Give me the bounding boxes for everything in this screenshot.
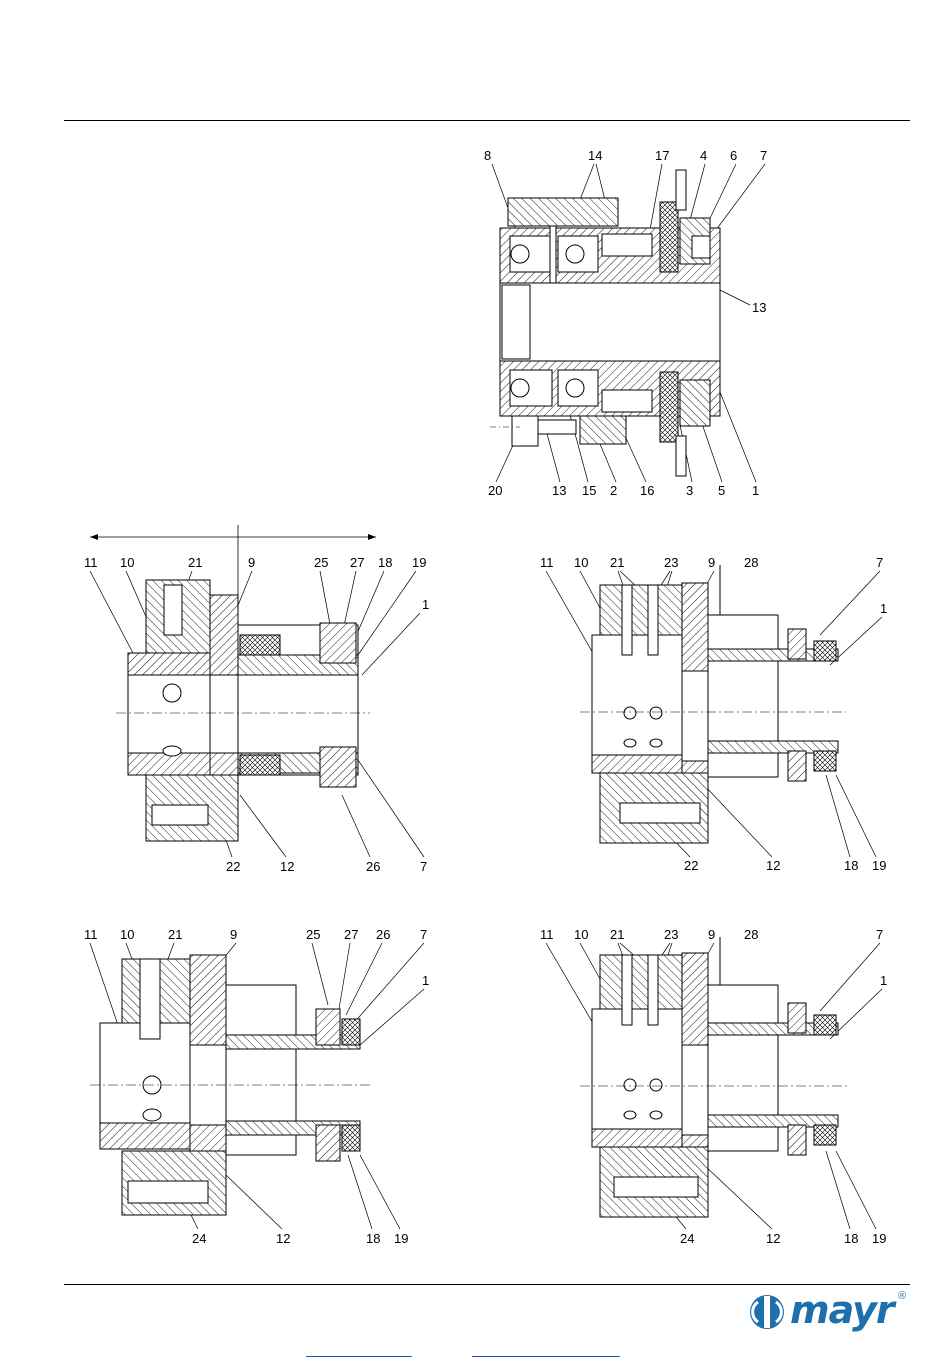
label: 1	[422, 597, 429, 612]
label: 18	[378, 555, 392, 570]
label: 14	[588, 148, 602, 163]
label: 23	[664, 927, 678, 942]
label: 11	[84, 927, 98, 942]
label: 9	[708, 555, 715, 570]
label: 11	[540, 927, 554, 942]
label: 19	[872, 858, 886, 873]
figure-top-assembly: 8 14 17 4 6 7 13 20 13 15 2 16 3 5 1	[480, 140, 800, 510]
label: 27	[350, 555, 364, 570]
label: 19	[412, 555, 426, 570]
label: 12	[766, 858, 780, 873]
label: 7	[420, 859, 427, 874]
label: 21	[188, 555, 202, 570]
label: 7	[876, 927, 883, 942]
label: 6	[730, 148, 737, 163]
label: 1	[880, 973, 887, 988]
label: 25	[306, 927, 320, 942]
label: 27	[344, 927, 358, 942]
footer-link-underline[interactable]	[306, 1356, 412, 1357]
label: 25	[314, 555, 328, 570]
label: 7	[420, 927, 427, 942]
label: 22	[684, 858, 698, 873]
logo-mark-icon	[748, 1292, 786, 1332]
label: 13	[752, 300, 766, 315]
label: 28	[744, 927, 758, 942]
label: 11	[540, 555, 554, 570]
label: 10	[120, 555, 134, 570]
label: 12	[280, 859, 294, 874]
label: 9	[248, 555, 255, 570]
label: 19	[872, 1231, 886, 1246]
footer-rule	[64, 1284, 910, 1285]
label: 1	[752, 483, 759, 498]
brand-name: mayr	[790, 1288, 894, 1332]
label: 10	[574, 555, 588, 570]
label: 13	[552, 483, 566, 498]
label: 21	[168, 927, 182, 942]
brand-reg-mark: ®	[898, 1290, 906, 1302]
label: 24	[192, 1231, 206, 1246]
label: 7	[760, 148, 767, 163]
footer-link-underline[interactable]	[472, 1356, 620, 1357]
label: 18	[366, 1231, 380, 1246]
label: 5	[718, 483, 725, 498]
label: 28	[744, 555, 758, 570]
label: 3	[686, 483, 693, 498]
label: 20	[488, 483, 502, 498]
figure-bottom-right-assembly: 11 10 21 23 9 28 7 1 24 12 18 19	[530, 915, 900, 1255]
label: 1	[880, 601, 887, 616]
header-rule	[64, 120, 910, 121]
label: 9	[708, 927, 715, 942]
label: 10	[120, 927, 134, 942]
label: 7	[876, 555, 883, 570]
label: 26	[366, 859, 380, 874]
figure-mid-right-assembly: 11 10 21 23 9 28 7 1 22 12 18 19	[530, 545, 900, 885]
label: 18	[844, 1231, 858, 1246]
label: 17	[655, 148, 669, 163]
label: 11	[84, 555, 98, 570]
label: 8	[484, 148, 491, 163]
label: 4	[700, 148, 707, 163]
label: 18	[844, 858, 858, 873]
label: 1	[422, 973, 429, 988]
label: 10	[574, 927, 588, 942]
label: 16	[640, 483, 654, 498]
figure-mid-left-assembly: 11 10 21 9 25 27 18 19 1 22 12 26 7	[80, 525, 440, 885]
label: 2	[610, 483, 617, 498]
brand-logo: mayr ®	[748, 1290, 910, 1336]
label: 26	[376, 927, 390, 942]
label: 23	[664, 555, 678, 570]
label: 24	[680, 1231, 694, 1246]
label: 22	[226, 859, 240, 874]
label: 12	[766, 1231, 780, 1246]
label: 12	[276, 1231, 290, 1246]
figure-bottom-left-assembly: 11 10 21 9 25 27 26 7 1 24 12 18 19	[80, 915, 440, 1255]
label: 15	[582, 483, 596, 498]
label: 21	[610, 555, 624, 570]
label: 21	[610, 927, 624, 942]
label: 9	[230, 927, 237, 942]
label: 19	[394, 1231, 408, 1246]
